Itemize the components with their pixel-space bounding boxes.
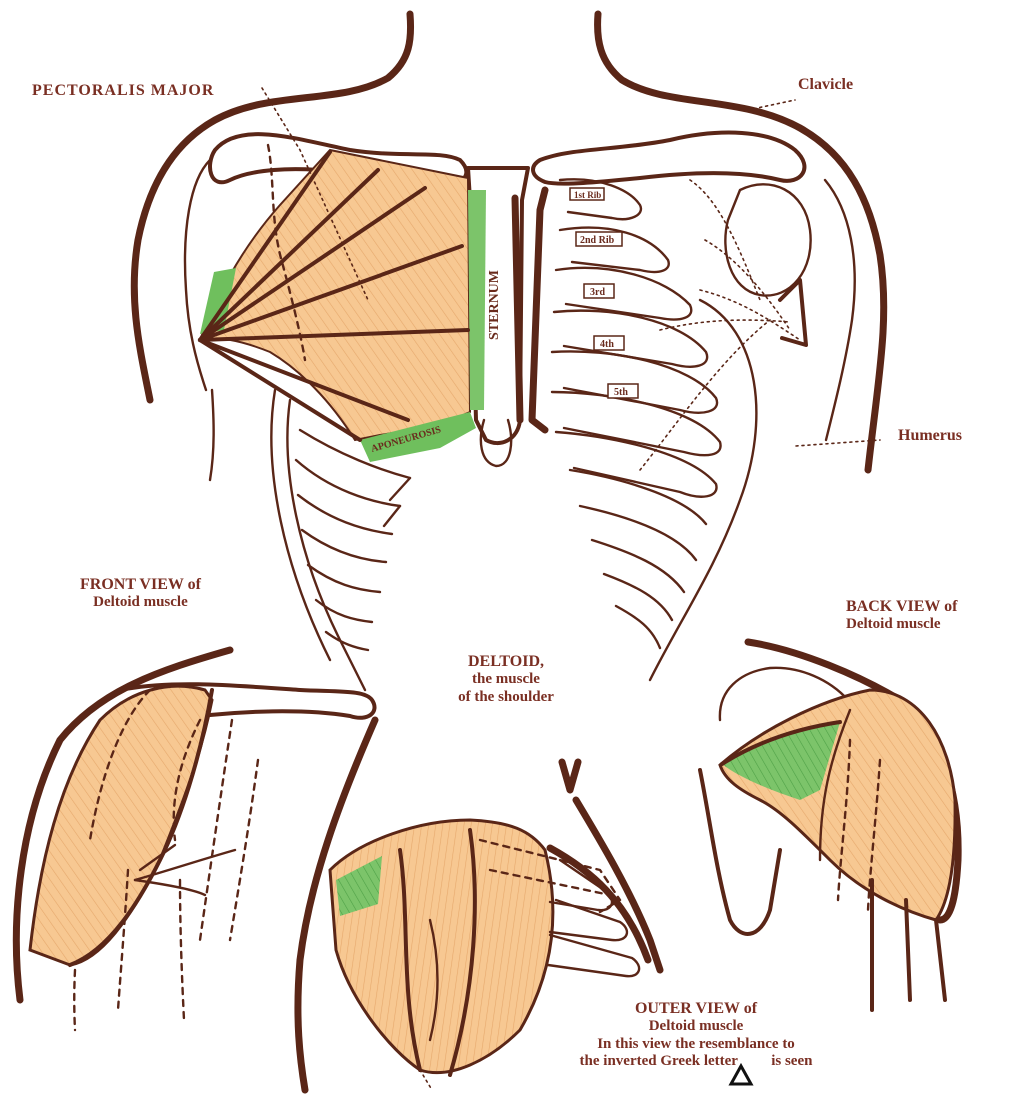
back-view-title: BACK VIEW of xyxy=(846,598,957,616)
back-view-label: BACK VIEW of Deltoid muscle xyxy=(846,598,957,634)
rib-label-4: 4th xyxy=(594,336,624,350)
pectoralis-major-label: PECTORALIS MAJOR xyxy=(32,82,214,100)
right-shoulder-inner xyxy=(825,180,855,440)
svg-text:1st Rib: 1st Rib xyxy=(574,190,601,200)
humerus-label: Humerus xyxy=(898,427,962,445)
rib-label-3: 3rd xyxy=(584,284,614,298)
deltoid-title: DELTOID, xyxy=(436,653,576,671)
pectoralis-major-muscle xyxy=(200,88,520,462)
back-view-subtitle: Deltoid muscle xyxy=(846,616,957,633)
outer-view-note-after: is seen xyxy=(771,1053,812,1069)
svg-text:2nd Rib: 2nd Rib xyxy=(580,235,615,246)
sternum-label: STERNUM xyxy=(487,270,502,340)
deltoid-line3: of the shoulder xyxy=(436,689,576,706)
deltoid-caption: DELTOID, the muscle of the shoulder xyxy=(436,653,576,706)
deltoid-line2: the muscle xyxy=(436,671,576,688)
rib-label-2: 2nd Rib xyxy=(576,232,622,246)
front-view-deltoid xyxy=(16,650,374,1030)
right-shoulder-joint xyxy=(640,100,880,470)
right-ribs: 1st Rib 2nd Rib 3rd 4th 5th xyxy=(532,179,756,680)
left-humerus xyxy=(210,390,214,480)
back-view-deltoid xyxy=(700,642,958,1010)
outer-view-note-last: the inverted Greek letter is seen xyxy=(538,1053,854,1070)
rib-label-5: 5th xyxy=(608,384,638,398)
outer-view-subtitle: Deltoid muscle xyxy=(538,1018,854,1035)
front-view-label: FRONT VIEW of Deltoid muscle xyxy=(80,576,201,612)
front-view-subtitle: Deltoid muscle xyxy=(80,594,201,611)
svg-text:3rd: 3rd xyxy=(590,287,605,298)
outer-view-title: OUTER VIEW of xyxy=(538,1000,854,1018)
outer-view-note-before: the inverted Greek letter xyxy=(580,1053,738,1069)
left-shoulder-inner xyxy=(185,160,210,390)
svg-text:4th: 4th xyxy=(600,339,614,350)
svg-text:5th: 5th xyxy=(614,387,628,398)
clavicle-label: Clavicle xyxy=(798,76,853,94)
outer-view-note: In this view the resemblance to xyxy=(538,1036,854,1053)
rib-label-1: 1st Rib xyxy=(570,188,604,200)
clavicle-right xyxy=(533,133,804,184)
outer-view-caption: OUTER VIEW of Deltoid muscle In this vie… xyxy=(538,1000,854,1070)
chest-figure: 1st Rib 2nd Rib 3rd 4th 5th xyxy=(134,14,884,690)
front-view-title: FRONT VIEW of xyxy=(80,576,201,594)
